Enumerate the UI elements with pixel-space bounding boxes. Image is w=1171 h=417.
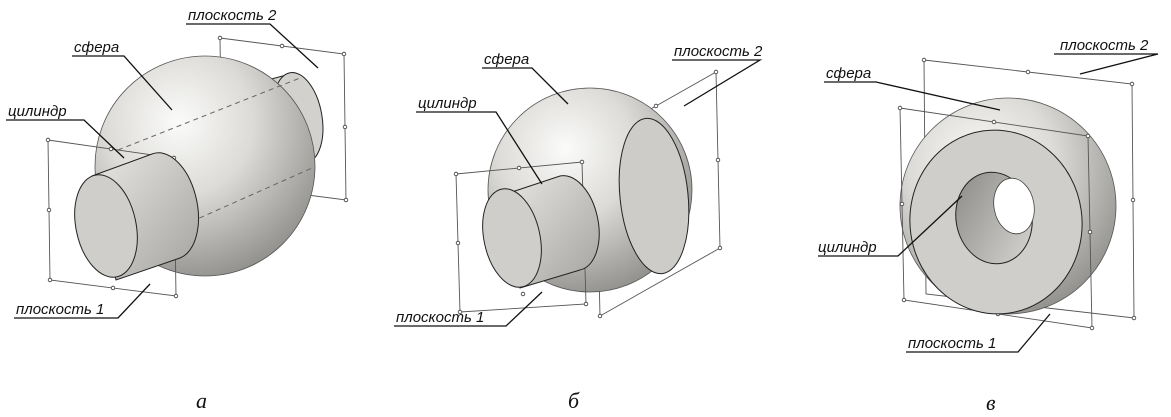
label-sphere: сфера [74,39,119,56]
caption-a: а [196,388,207,413]
leader-sphere [72,55,173,111]
label-plane-2: плоскость 2 [674,43,763,60]
leader-plane-1 [394,291,543,327]
label-plane-2: плоскость 2 [188,7,277,24]
cylinder-end-face [482,188,542,288]
cylinder-end-face [74,174,138,278]
hidden-line-top [117,77,301,151]
figure-b: сфера плоскость 2 цилиндр плоскость 1 б [394,43,763,413]
label-sphere: сфера [484,51,529,68]
label-plane-2: плоскость 2 [1060,37,1149,54]
label-plane-1: плоскость 1 [396,309,484,326]
label-sphere: сфера [826,65,871,82]
label-cylinder: цилиндр [418,95,477,112]
leader-plane-2 [186,23,319,69]
leader-cylinder [818,195,963,257]
figure-a: сфера плоскость 2 цилиндр плоскость 1 а [6,7,349,413]
label-cylinder: цилиндр [8,103,67,120]
label-plane-1: плоскость 1 [16,301,104,318]
front-cylinder [74,152,199,281]
leader-plane-1 [14,283,151,319]
caption-c: в [986,390,996,415]
leader-cylinder [416,111,543,185]
leader-sphere [482,67,569,105]
caption-b: б [568,388,580,413]
label-plane-1: плоскость 1 [908,335,996,352]
front-cylinder [482,175,600,289]
label-cylinder: цилиндр [818,239,877,256]
leader-plane-2 [1054,53,1159,75]
figure-c: сфера плоскость 2 цилиндр плоскость 1 в [818,37,1159,415]
leader-plane-2 [672,59,763,107]
leader-plane-1 [906,313,1051,353]
leader-cylinder [6,119,125,159]
cut-face [618,117,690,275]
bore-back-opening [993,177,1035,235]
leader-sphere [824,81,1001,111]
